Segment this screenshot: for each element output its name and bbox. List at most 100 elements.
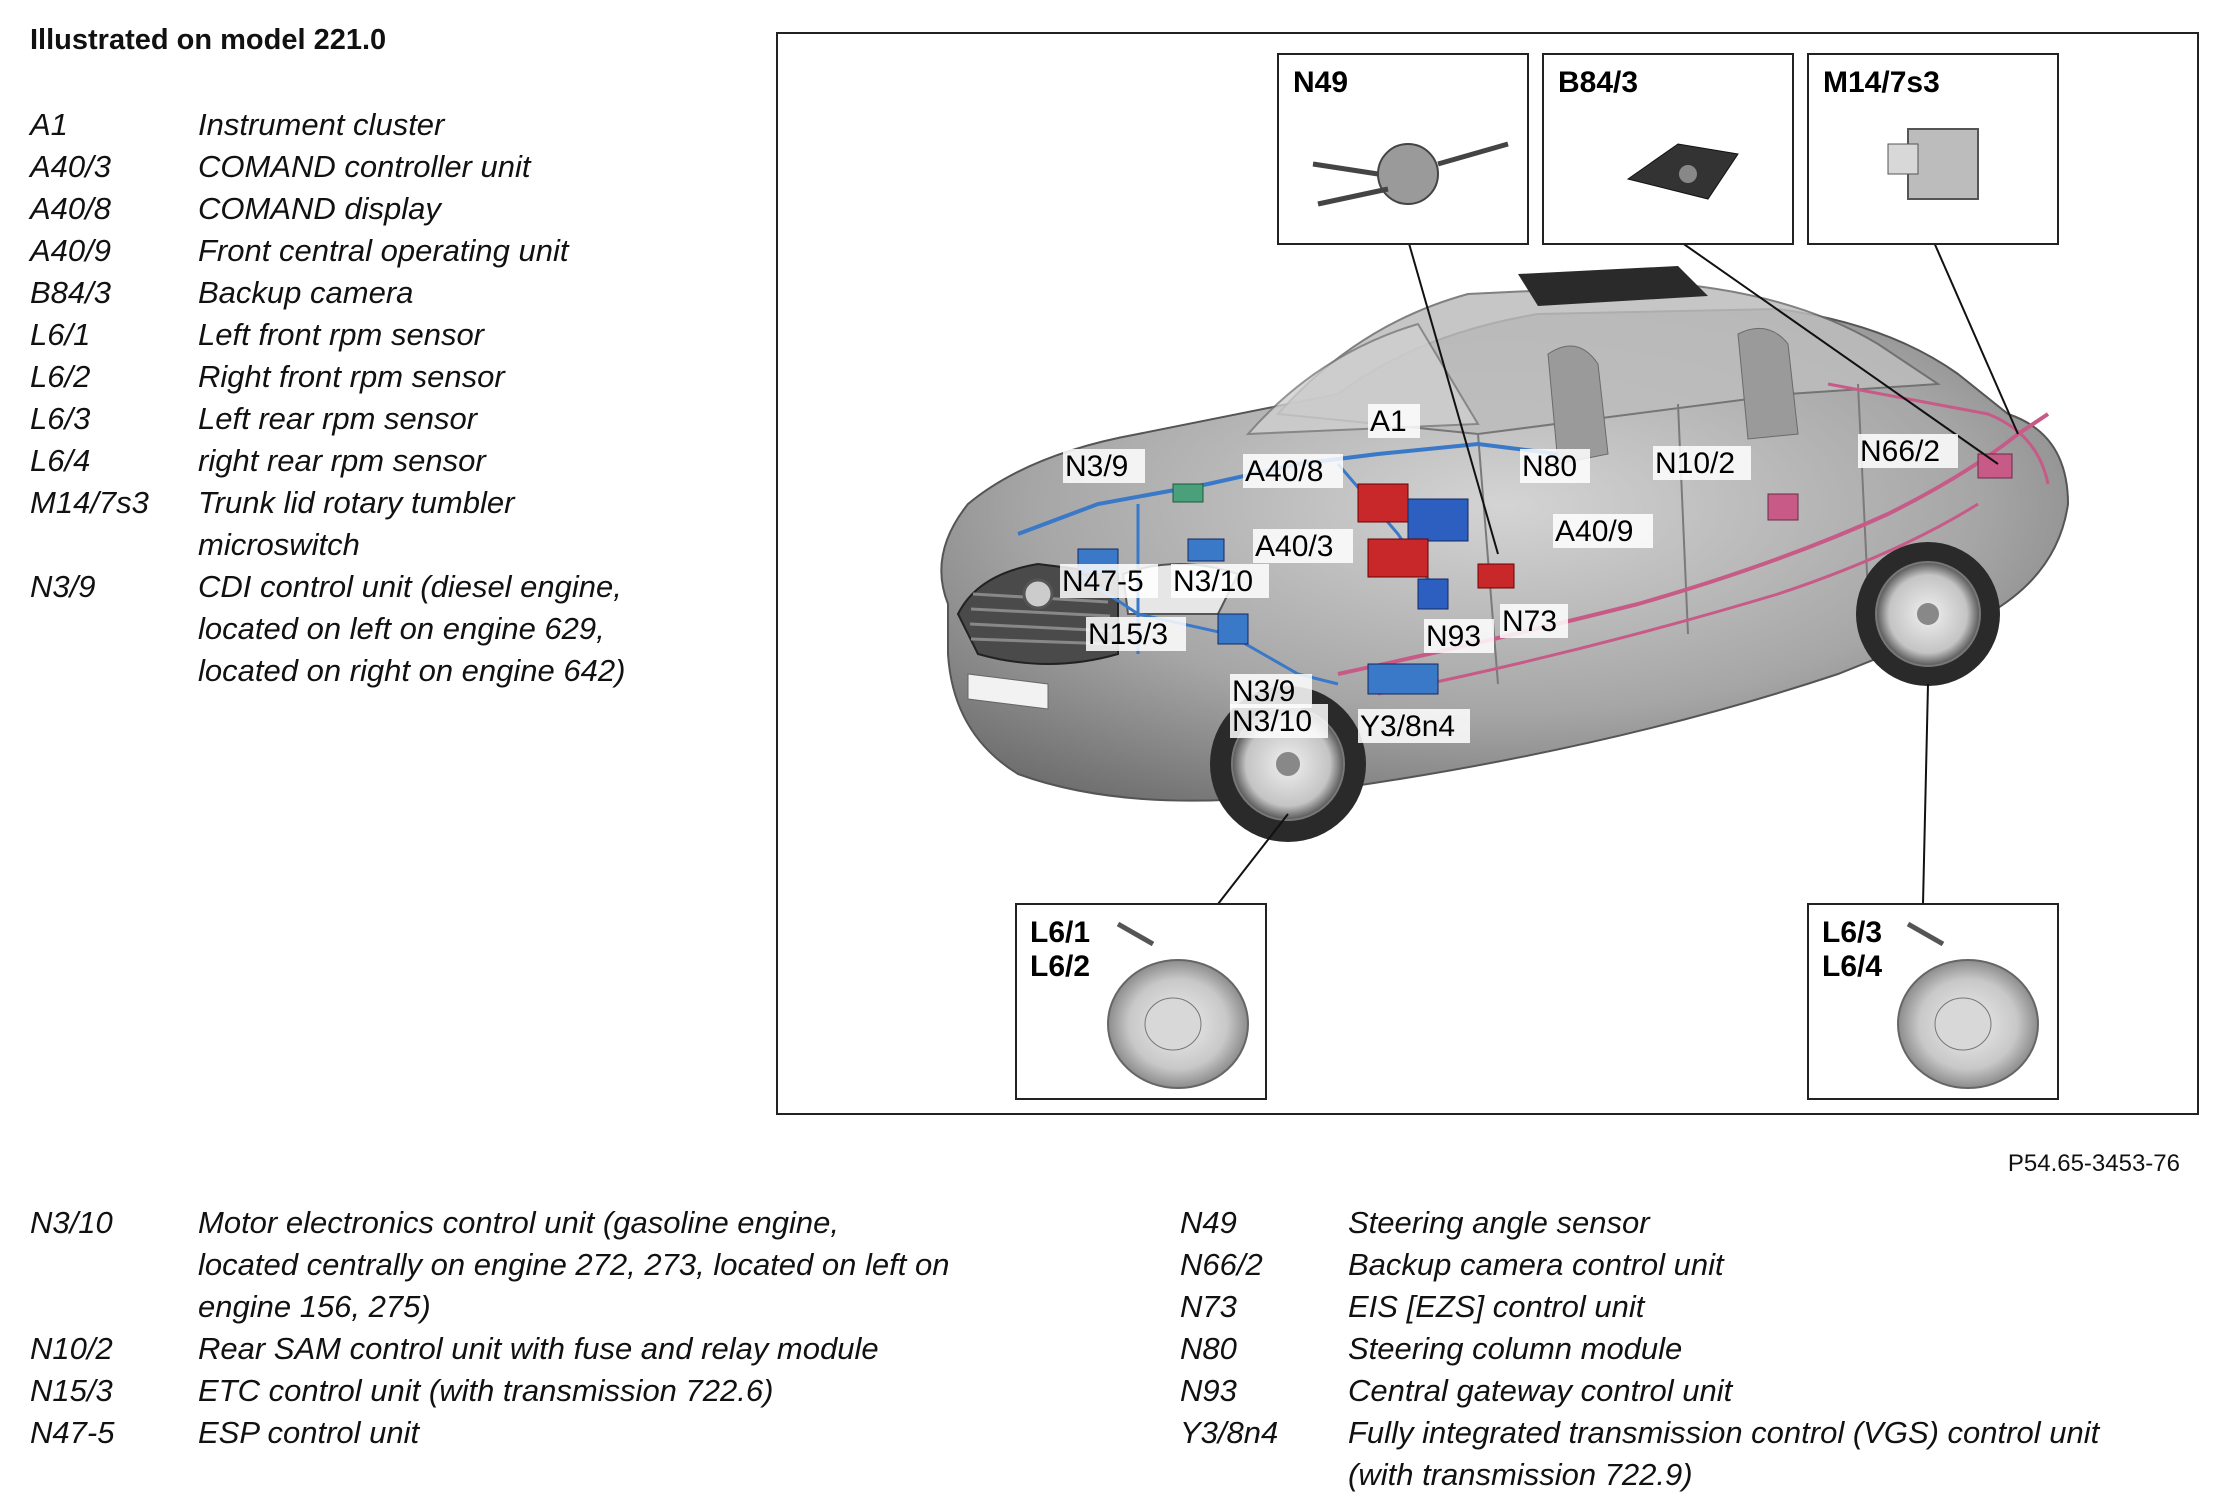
windshield bbox=[1245, 322, 1480, 436]
legend-code: L6/4 bbox=[30, 443, 91, 478]
legend-row-continued: microswitch bbox=[30, 524, 730, 566]
legend-desc: Trunk lid rotary tumbler bbox=[198, 485, 515, 520]
callout-n10-2: N10/2 bbox=[1655, 447, 1735, 480]
legend-code: N3/10 bbox=[30, 1205, 113, 1240]
module-n3-9-top bbox=[1172, 483, 1204, 503]
callout-n15-3: N15/3 bbox=[1088, 618, 1168, 651]
inset-m14-7s3: M14/7s3 bbox=[1807, 53, 2059, 245]
legend-row: N15/3 ETC control unit (with transmission… bbox=[30, 1370, 1150, 1412]
legend-desc: Motor electronics control unit (gasoline… bbox=[198, 1205, 840, 1240]
legend-code: N93 bbox=[1180, 1373, 1237, 1408]
legend-row: N66/2 Backup camera control unit bbox=[1180, 1244, 2190, 1286]
legend-desc: ETC control unit (with transmission 722.… bbox=[198, 1373, 774, 1408]
legend-desc: Rear SAM control unit with fuse and rela… bbox=[198, 1331, 879, 1366]
legend-desc: microswitch bbox=[198, 527, 360, 562]
figure-reference: P54.65-3453-76 bbox=[2007, 1150, 2180, 1177]
car-illustration bbox=[940, 266, 2070, 842]
legend-code: N15/3 bbox=[30, 1373, 113, 1408]
legend-row: N93 Central gateway control unit bbox=[1180, 1370, 2190, 1412]
legend-code: N10/2 bbox=[30, 1331, 113, 1366]
legend-code: A40/9 bbox=[30, 233, 112, 268]
legend-desc: engine 156, 275) bbox=[198, 1289, 431, 1324]
legend-row-continued: (with transmission 722.9) bbox=[1180, 1454, 2190, 1496]
module-n10-2 bbox=[1767, 493, 1799, 521]
legend-desc: located on left on engine 629, bbox=[198, 611, 605, 646]
legend-code: B84/3 bbox=[30, 275, 112, 310]
legend-row-continued: engine 156, 275) bbox=[30, 1286, 1150, 1328]
module-a1 bbox=[1407, 498, 1469, 542]
callout-y3-8n4: Y3/8n4 bbox=[1360, 710, 1455, 743]
legend-desc: Backup camera bbox=[198, 275, 414, 310]
callout-n3-9: N3/9 bbox=[1065, 450, 1128, 483]
legend-desc: Front central operating unit bbox=[198, 233, 569, 268]
legend-row: N10/2 Rear SAM control unit with fuse and… bbox=[30, 1328, 1150, 1370]
callout-n3-10: N3/10 bbox=[1173, 565, 1253, 598]
legend-desc: EIS [EZS] control unit bbox=[1348, 1289, 1645, 1324]
legend-code: M14/7s3 bbox=[30, 485, 149, 520]
legend-desc: ESP control unit bbox=[198, 1415, 420, 1450]
sunroof bbox=[1518, 266, 1708, 306]
callout-n47-5: N47-5 bbox=[1062, 565, 1144, 598]
legend-row: L6/1 Left front rpm sensor bbox=[30, 314, 730, 356]
legend-desc: Fully integrated transmission control (V… bbox=[1348, 1415, 2100, 1450]
legend-desc: Backup camera control unit bbox=[1348, 1247, 1724, 1282]
module-n3-10 bbox=[1187, 538, 1225, 562]
inset-l6-front: L6/1 L6/2 bbox=[1015, 903, 1267, 1100]
legend-row-continued: located on left on engine 629, bbox=[30, 608, 730, 650]
legend-row-continued: located on right on engine 642) bbox=[30, 650, 730, 692]
legend-code: N80 bbox=[1180, 1331, 1237, 1366]
callout-labels: A1 N3/9 A40/8 N80 N10/2 N66/2 A40/9 A40/… bbox=[1060, 404, 1958, 743]
legend-desc: COMAND display bbox=[198, 191, 441, 226]
legend-bottom-left: N3/10 Motor electronics control unit (gas… bbox=[30, 1202, 1150, 1454]
module-a40-3 bbox=[1367, 538, 1429, 578]
legend-code: A40/3 bbox=[30, 149, 112, 184]
legend-desc: Right front rpm sensor bbox=[198, 359, 505, 394]
legend-code: L6/2 bbox=[30, 359, 91, 394]
legend-desc: CDI control unit (diesel engine, bbox=[198, 569, 622, 604]
callout-n73: N73 bbox=[1502, 605, 1557, 638]
module-a40-8 bbox=[1357, 483, 1409, 523]
legend-desc: Central gateway control unit bbox=[1348, 1373, 1733, 1408]
inset-label: L6/2 bbox=[1030, 950, 1090, 983]
inset-b84-3: B84/3 bbox=[1542, 53, 1794, 245]
legend-row: M14/7s3 Trunk lid rotary tumbler bbox=[30, 482, 730, 524]
module-n66-2 bbox=[1977, 453, 2013, 479]
legend-code: N66/2 bbox=[1180, 1247, 1263, 1282]
legend-desc: Steering column module bbox=[1348, 1331, 1683, 1366]
callout-n3-9-lower: N3/9 bbox=[1232, 675, 1295, 708]
callout-n93: N93 bbox=[1426, 620, 1481, 653]
callout-a40-3: A40/3 bbox=[1255, 530, 1333, 563]
vehicle-diagram: N49 B84/3 M14/7s3 L6/1 L6/2 L6/3 bbox=[776, 32, 2199, 1115]
inset-label: L6/4 bbox=[1822, 950, 1882, 983]
legend-desc: (with transmission 722.9) bbox=[1348, 1457, 1693, 1492]
legend-code: L6/1 bbox=[30, 317, 91, 352]
legend-desc: Left front rpm sensor bbox=[198, 317, 485, 352]
legend-desc: right rear rpm sensor bbox=[198, 443, 486, 478]
legend-row: L6/4 right rear rpm sensor bbox=[30, 440, 730, 482]
legend-desc: Instrument cluster bbox=[198, 107, 445, 142]
legend-code: N49 bbox=[1180, 1205, 1237, 1240]
legend-desc: Left rear rpm sensor bbox=[198, 401, 478, 436]
module-n93 bbox=[1417, 578, 1449, 610]
legend-row: N3/10 Motor electronics control unit (gas… bbox=[30, 1202, 1150, 1244]
module-y3-8n4 bbox=[1367, 663, 1439, 695]
legend-row: L6/2 Right front rpm sensor bbox=[30, 356, 730, 398]
legend-code: A40/8 bbox=[30, 191, 112, 226]
module-n73 bbox=[1477, 563, 1515, 589]
legend-row-continued: located centrally on engine 272, 273, lo… bbox=[30, 1244, 1150, 1286]
legend-desc: located centrally on engine 272, 273, lo… bbox=[198, 1247, 950, 1282]
diagram-canvas: N49 B84/3 M14/7s3 L6/1 L6/2 L6/3 bbox=[940, 53, 2070, 1100]
callout-n80: N80 bbox=[1522, 450, 1577, 483]
leader-lines bbox=[1217, 239, 2019, 905]
callout-a40-9: A40/9 bbox=[1555, 515, 1633, 548]
